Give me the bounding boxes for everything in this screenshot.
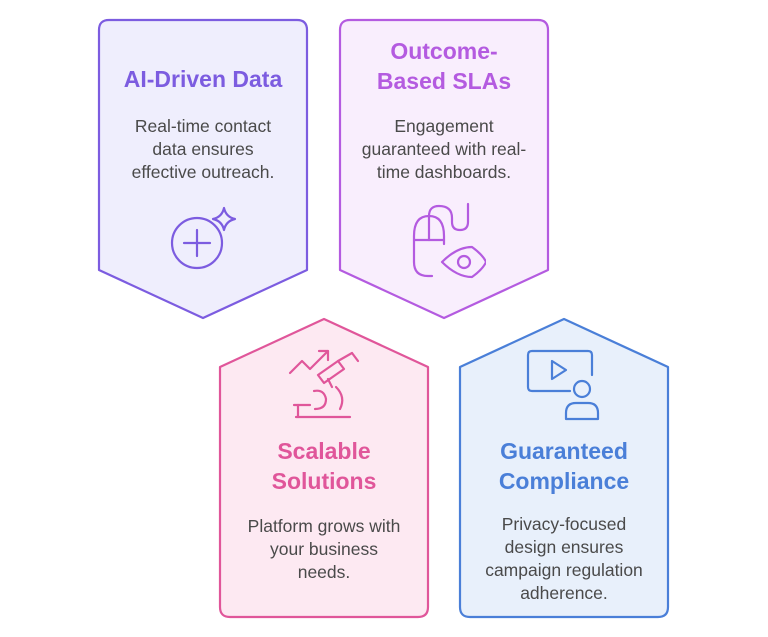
card-shape: [458, 317, 670, 619]
card-description: Real-time contact data ensures effective…: [131, 116, 275, 182]
card-ai-driven-data: AI-Driven Data Real-time contact data en…: [97, 18, 309, 320]
card-description: Engagement guaranteed with real- time da…: [361, 116, 527, 182]
card-scalable-solutions: Scalable Solutions Platform grows with y…: [218, 317, 430, 619]
video-user-icon: [526, 349, 600, 421]
card-title: Guaranteed Compliance: [498, 438, 630, 494]
microscope-growth-icon: [288, 349, 360, 419]
card-title: Outcome- Based SLAs: [376, 38, 512, 94]
mouse-eye-icon: [412, 202, 486, 279]
card-title: AI-Driven Data: [123, 66, 283, 92]
sparkle-plus-icon: [170, 206, 237, 270]
card-guaranteed-compliance: Guaranteed Compliance Privacy-focused de…: [458, 317, 670, 619]
card-shape: [218, 317, 430, 619]
card-title: Scalable Solutions: [271, 438, 377, 494]
card-description: Privacy-focused design ensures campaign …: [485, 514, 643, 603]
card-shape: [97, 18, 309, 320]
card-outcome-based-slas: Outcome- Based SLAs Engagement guarantee…: [338, 18, 550, 320]
card-description: Platform grows with your business needs.: [247, 516, 401, 582]
card-shape: [338, 18, 550, 320]
